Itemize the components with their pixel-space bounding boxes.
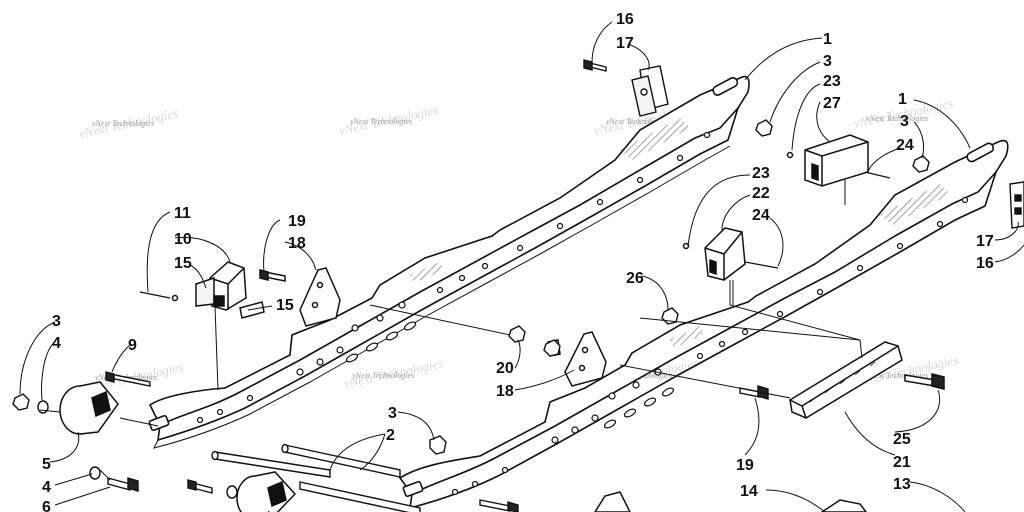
front-bracket-left: [583, 59, 669, 117]
washer: [89, 466, 101, 480]
callout-25: 25: [893, 431, 911, 448]
callout-24: 24: [752, 207, 770, 224]
bumper-block-27: [786, 134, 891, 205]
watermark: vNext Technologies: [92, 119, 154, 128]
callout-9: 9: [128, 337, 137, 354]
cross-shafts: [211, 443, 421, 512]
callout-19: 19: [288, 213, 306, 230]
callout-10: 10: [174, 231, 192, 248]
callout-1: 1: [823, 31, 832, 48]
bolt: [105, 371, 151, 387]
block-bracket-10: [139, 261, 247, 311]
callout-14: 14: [740, 483, 758, 500]
callout-3: 3: [388, 405, 397, 422]
nut: [755, 119, 773, 137]
watermark: vNext Technologies: [866, 371, 928, 380]
callout-11: 11: [174, 205, 191, 222]
bottom-partial-parts: [594, 491, 867, 512]
callout-26: 26: [626, 270, 644, 287]
callout-4: 4: [42, 479, 51, 496]
washer: [226, 485, 238, 499]
callout-16: 16: [616, 11, 634, 28]
mount-bracket-18-left: [239, 267, 341, 327]
watermark: vNext Technologies: [352, 371, 414, 380]
right-slide-rail: [398, 139, 1009, 510]
idler-wheel-left: [59, 381, 119, 435]
bolt: [187, 479, 213, 494]
callout-20: 20: [496, 360, 514, 377]
callout-labels: 1 1 2 3 3 3 3 4 4 5 6 9 10 11 13 14 15 1…: [42, 11, 994, 512]
callout-17: 17: [616, 35, 634, 52]
washer: [37, 400, 49, 414]
callout-13: 13: [893, 476, 911, 493]
callout-4: 4: [52, 335, 61, 352]
callout-19: 19: [736, 457, 754, 474]
callout-21: 21: [893, 454, 911, 471]
callout-23: 23: [823, 73, 841, 90]
watermark: vNext Technologies: [350, 117, 412, 126]
callout-18: 18: [288, 235, 306, 252]
callout-17: 17: [976, 233, 994, 250]
bumper-block-22: [682, 227, 779, 305]
callout-3: 3: [52, 313, 61, 330]
front-bracket-right: [1009, 181, 1024, 229]
left-slide-rail: [148, 75, 750, 449]
watermark: vNext Technologies: [606, 117, 668, 126]
fasteners: [12, 119, 930, 512]
callout-16: 16: [976, 255, 994, 272]
callout-23: 23: [752, 165, 770, 182]
nut: [543, 339, 561, 357]
idler-wheel-right: [236, 471, 297, 512]
callout-18: 18: [496, 383, 514, 400]
bolt: [479, 499, 519, 512]
callout-2: 2: [386, 427, 395, 444]
nut: [12, 393, 30, 411]
leader-lines: [19, 21, 1024, 512]
callout-3: 3: [823, 53, 832, 70]
callout-27: 27: [823, 95, 841, 112]
callout-3: 3: [900, 113, 909, 130]
callout-5: 5: [42, 456, 51, 473]
nut: [912, 155, 930, 173]
wear-strip-21: [789, 341, 945, 419]
callout-1: 1: [898, 91, 907, 108]
callout-15: 15: [276, 297, 294, 314]
watermark: vNext Technologies: [866, 114, 928, 123]
bolt: [107, 477, 139, 492]
callout-15: 15: [174, 255, 192, 272]
nut: [508, 325, 526, 343]
nut: [429, 435, 447, 455]
callout-6: 6: [42, 499, 51, 512]
callout-22: 22: [752, 185, 770, 202]
callout-24: 24: [896, 137, 914, 154]
